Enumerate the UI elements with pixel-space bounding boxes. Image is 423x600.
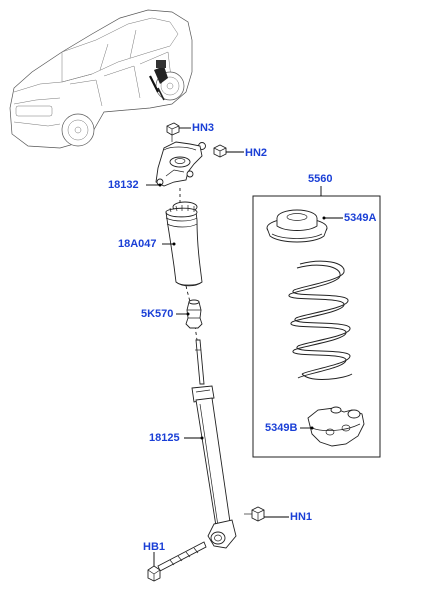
top-mount-bracket-18132 [155, 141, 203, 187]
shock-absorber-18125 [191, 339, 237, 549]
nut-hn1-icon [244, 506, 265, 522]
label-hn1[interactable]: HN1 [290, 511, 313, 523]
label-5k570[interactable]: 5K570 [141, 308, 174, 320]
label-5560[interactable]: 5560 [308, 173, 333, 185]
label-5349b[interactable]: 5349B [265, 422, 298, 434]
label-hn2[interactable]: HN2 [245, 147, 268, 159]
rear-suspension-highlight [149, 60, 168, 101]
label-hn3[interactable]: HN3 [192, 122, 215, 134]
leader-lines [146, 127, 343, 566]
label-5349a[interactable]: 5349A [344, 212, 377, 224]
label-18a047[interactable]: 18A047 [118, 238, 157, 250]
spring-kit-box [252, 195, 381, 458]
label-hb1[interactable]: HB1 [143, 541, 166, 553]
coil-spring [288, 260, 353, 380]
bolt-hb1-icon [147, 541, 207, 582]
nut-hn3-icon [166, 122, 180, 142]
leader-points [158, 183, 326, 440]
nut-hn2-icon [198, 142, 227, 158]
label-18132[interactable]: 18132 [108, 179, 139, 191]
assembly-axis-middle [185, 285, 191, 303]
vehicle-locator-illustration [9, 9, 193, 149]
upper-spring-seat-5349a [266, 209, 328, 243]
label-18125[interactable]: 18125 [149, 432, 180, 444]
lower-spring-seat-5349b [307, 406, 365, 447]
